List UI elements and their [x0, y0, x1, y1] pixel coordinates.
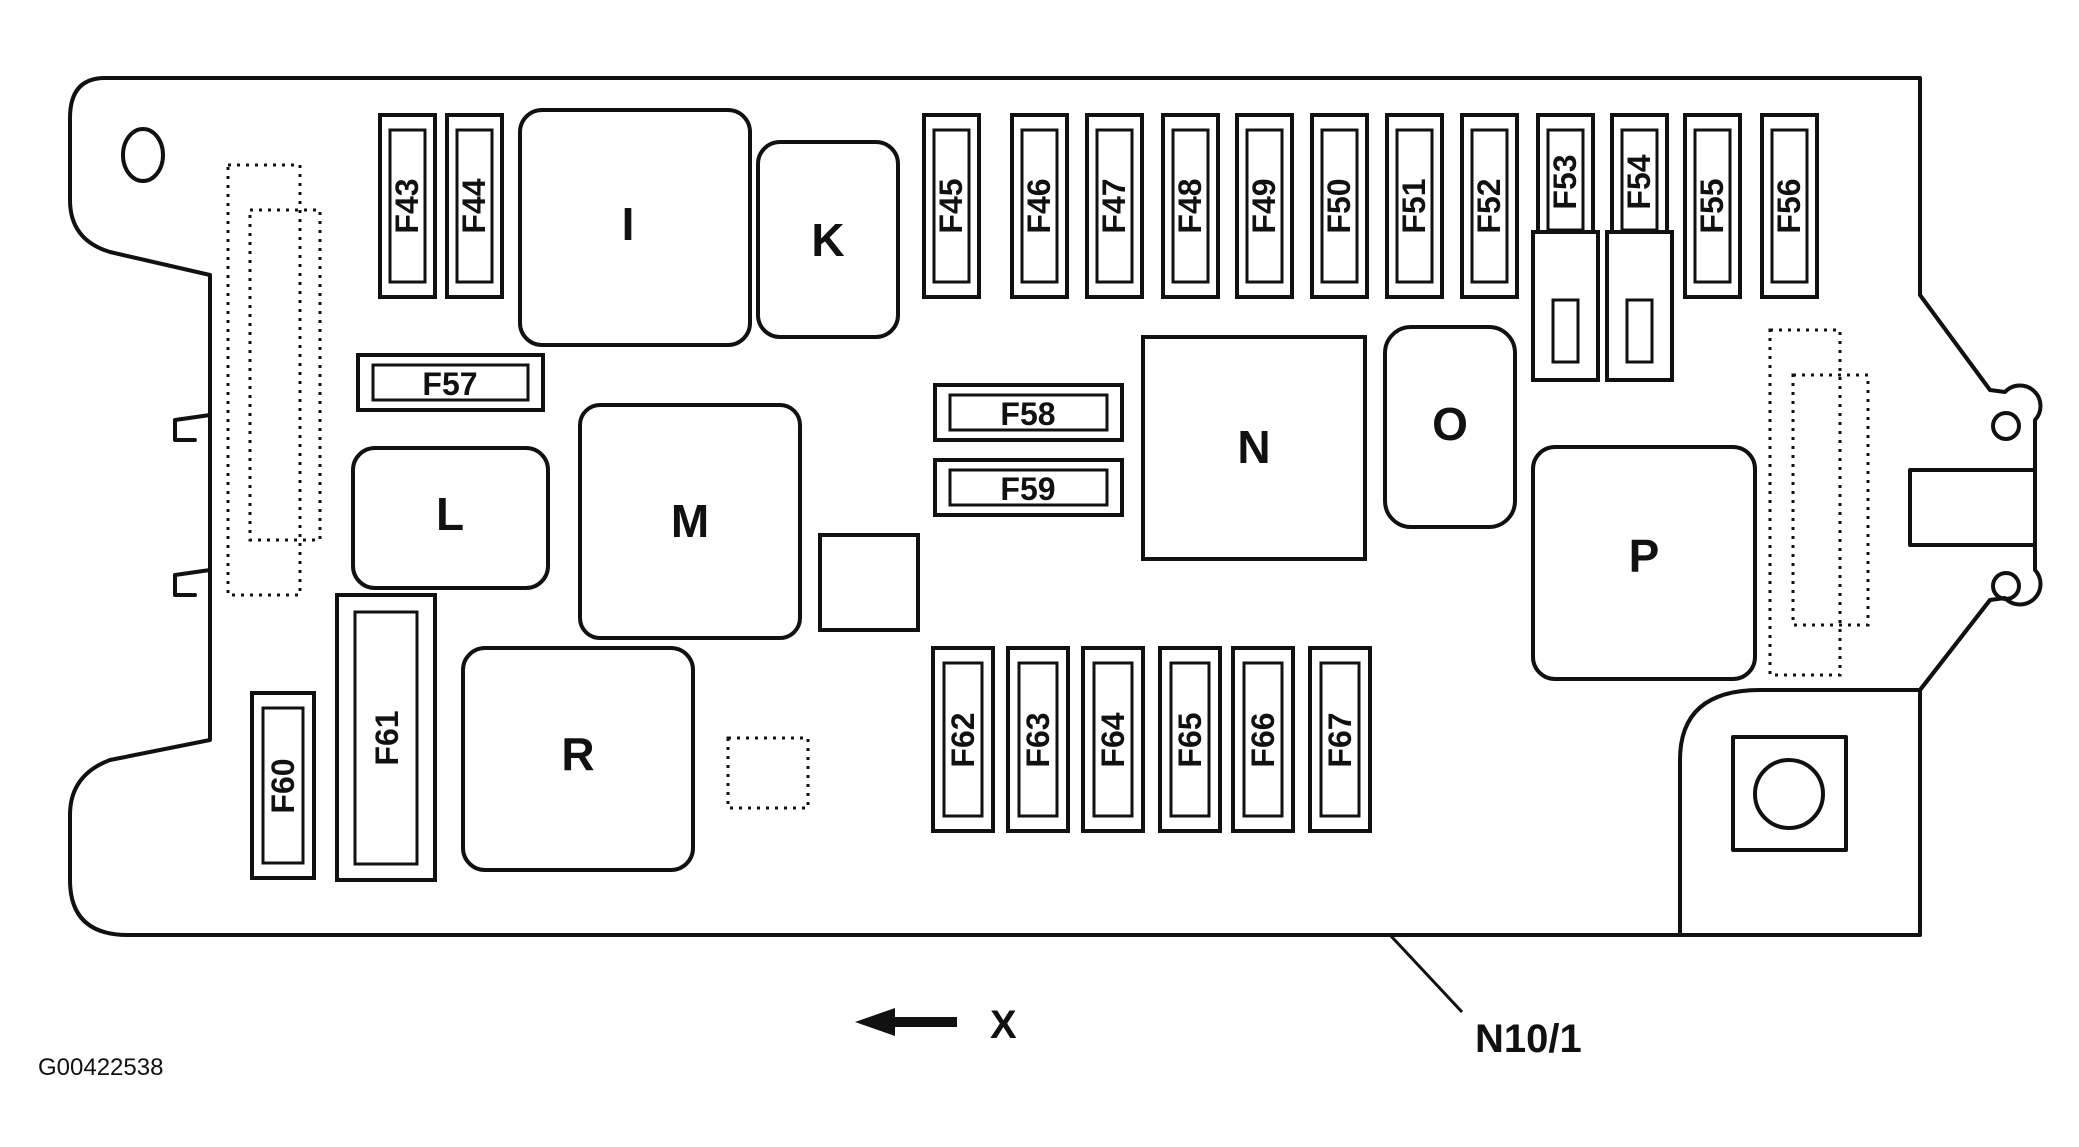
fuse-F54-label: F54: [1621, 154, 1657, 209]
fuse-F64-label: F64: [1095, 712, 1131, 767]
relay-O: [1383, 325, 1517, 529]
fuse-F55: F55: [1683, 113, 1742, 299]
fuse-F50-label: F50: [1321, 178, 1357, 233]
relay-M-label: M: [671, 495, 709, 547]
relay-I: [518, 108, 752, 347]
fuse-F44: F44: [445, 113, 504, 299]
fuse-F63-label: F63: [1020, 712, 1056, 767]
hidden-connector-right: [1768, 328, 1842, 677]
component-label: N10/1: [1475, 1017, 1582, 1061]
fuse-F60: F60: [250, 691, 316, 880]
relay-P-label: P: [1629, 530, 1660, 582]
fuse-F43-label: F43: [389, 178, 425, 233]
hidden-connector-right-inner: [1791, 373, 1870, 627]
fuse-F50: F50: [1310, 113, 1369, 299]
unlabeled-block: [818, 533, 920, 632]
fuse-F52: F52: [1460, 113, 1519, 299]
hidden-connector-left: [226, 163, 302, 597]
fuse-F59-label: F59: [1000, 471, 1055, 507]
ground-stud: [1753, 758, 1825, 830]
fuse-F65-label: F65: [1172, 712, 1208, 767]
fuse-F56-label: F56: [1771, 178, 1807, 233]
relay-O-label: O: [1432, 398, 1468, 450]
fuse-F61-label: F61: [369, 710, 405, 765]
fuse-F57: F57: [356, 353, 545, 412]
fuse-F44-label: F44: [456, 178, 492, 233]
fuse-F57-label: F57: [422, 366, 477, 402]
relay-R-label: R: [561, 728, 594, 780]
left-clip-top: [173, 413, 212, 442]
fuse-F46: F46: [1010, 113, 1069, 299]
fuse-F58: F58: [933, 383, 1124, 442]
fuse-F52-label: F52: [1471, 178, 1507, 233]
fuse-F51-label: F51: [1396, 178, 1432, 233]
fuse-F66: F66: [1231, 646, 1295, 833]
fuse-F61: F61: [335, 593, 437, 882]
fuse-F53: F53: [1531, 113, 1600, 382]
fuse-F62: F62: [931, 646, 995, 833]
relay-R: [461, 646, 695, 872]
fuse-F64: F64: [1081, 646, 1145, 833]
fuse-F51: F51: [1385, 113, 1444, 299]
fuse-F63: F63: [1006, 646, 1070, 833]
fuse-F67: F67: [1308, 646, 1372, 833]
bracket-hole-bottom: [1991, 571, 2021, 601]
fuse-F53-label: F53: [1547, 154, 1583, 209]
bracket-hole-top: [1991, 411, 2021, 441]
relay-K: [756, 140, 900, 339]
fuse-F49: F49: [1235, 113, 1294, 299]
relay-N: [1141, 335, 1367, 561]
relay-K-label: K: [811, 214, 844, 266]
bracket-slot: [1908, 468, 2037, 547]
hidden-connector-left-inner: [248, 208, 322, 542]
left-clip-bottom: [173, 568, 212, 597]
hidden-connector-small: [726, 736, 810, 810]
fuse-F65: F65: [1158, 646, 1222, 833]
relay-P: [1531, 445, 1757, 681]
mounting-hole-oval: [121, 127, 165, 183]
relay-M: [578, 403, 802, 640]
fuse-F60-label: F60: [265, 758, 301, 813]
fuse-F58-label: F58: [1000, 396, 1055, 432]
fuse-F66-label: F66: [1245, 712, 1281, 767]
fuse-F49-label: F49: [1246, 178, 1282, 233]
fuse-F47: F47: [1085, 113, 1144, 299]
right-bracket: [1918, 293, 1992, 692]
fuse-F45-label: F45: [933, 178, 969, 233]
direction-arrow-icon: [855, 1008, 957, 1036]
fuse-F54: F54: [1605, 113, 1674, 382]
fuse-F67-label: F67: [1322, 712, 1358, 767]
fuse-F43: F43: [378, 113, 437, 299]
ground-recess: [1678, 688, 1922, 937]
figure-code: G00422538: [38, 1054, 163, 1081]
fuse-F48-label: F48: [1172, 178, 1208, 233]
relay-L: [351, 446, 550, 590]
fuse-F59: F59: [933, 458, 1124, 517]
relay-I-label: I: [622, 198, 635, 250]
ground-stud-block: [1731, 735, 1848, 852]
relay-L-label: L: [436, 488, 464, 540]
housing-outline: [68, 76, 2043, 937]
direction-label: X: [990, 1003, 1017, 1047]
fuse-F45: F45: [922, 113, 981, 299]
relay-N-label: N: [1237, 421, 1270, 473]
fuse-F46-label: F46: [1021, 178, 1057, 233]
fuse-F48: F48: [1161, 113, 1220, 299]
leader-line: [1388, 933, 1464, 1014]
fuse-F55-label: F55: [1694, 178, 1730, 233]
fuse-F62-label: F62: [945, 712, 981, 767]
fuse-F56: F56: [1760, 113, 1819, 299]
fuse-F47-label: F47: [1096, 178, 1132, 233]
